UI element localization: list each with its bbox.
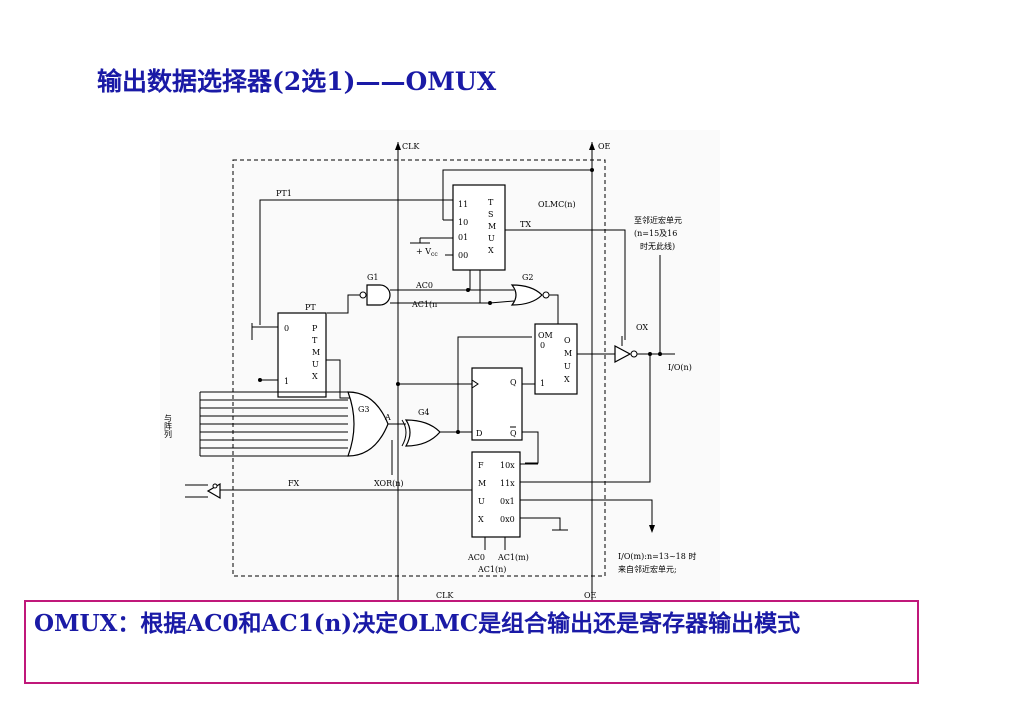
note-bottom-1: I/O(m):n=13~18 时 (618, 551, 696, 561)
io-m-arrow-icon (649, 525, 655, 533)
g4-gate (404, 419, 441, 447)
ac1n-label: AC1(n (411, 300, 437, 309)
note-top-3: 时无此线) (640, 241, 675, 251)
tsmux-in-11: 11 (458, 200, 468, 209)
ac0-label: AC0 (415, 281, 433, 290)
tsmux-letter: M (488, 222, 496, 231)
tsmux-in-00: 00 (458, 251, 468, 260)
input-lines (199, 391, 348, 457)
omux-box (534, 323, 578, 395)
note-bottom-2: 来自邻近宏单元; (618, 564, 677, 574)
fmux-box (471, 451, 521, 538)
ptmux-in-1: 1 (284, 377, 289, 386)
macrocell-boundary (232, 159, 606, 577)
ptmux-box (277, 312, 327, 398)
omux-letter: X (564, 375, 570, 384)
omux-letter: U (564, 362, 571, 371)
tsmux-box (452, 184, 506, 271)
ac1m-label: AC1(m) (497, 553, 529, 562)
g3-label: G3 (358, 405, 369, 414)
pt-label: PT (305, 303, 316, 312)
g1-gate (366, 284, 391, 306)
q-label: Q (510, 378, 517, 387)
g2-label: G2 (522, 273, 533, 282)
clk-bottom-label: CLK (436, 591, 454, 600)
ptmux-in-0: 0 (284, 324, 289, 333)
fmux-letter: M (478, 479, 486, 488)
g4-label: G4 (418, 408, 429, 417)
d-label: D (476, 429, 482, 438)
oe-arrow-icon (589, 142, 595, 150)
olmc-circuit-diagram: CLK CLK OE OE 11 10 01 00 T S M U X PT1 … (160, 130, 720, 600)
g3-gate (347, 391, 389, 457)
io-label: I/O(n) (668, 363, 692, 372)
fx-label: FX (288, 479, 300, 488)
fmux-in-0x0: 0x0 (500, 515, 515, 524)
clk-top-label: CLK (402, 142, 420, 151)
g1-out-wire (327, 294, 360, 314)
dff-box (471, 367, 523, 441)
ac0-bottom-label: AC0 (467, 553, 485, 562)
ptmux-letter: X (312, 372, 318, 381)
clk-arrow-icon (395, 142, 401, 150)
ptmux-letter: P (312, 324, 318, 333)
vcc-label: + Vcc (416, 247, 438, 258)
slide-title: 输出数据选择器(2选1)——OMUX (97, 67, 497, 96)
tsmux-letter: X (488, 246, 494, 255)
tx-wire (505, 229, 626, 340)
q-bar-label: Q (510, 429, 517, 438)
fmux-in-0x1: 0x1 (500, 497, 515, 506)
output-buffer-icon (614, 345, 632, 363)
tsmux-in-10: 10 (458, 218, 468, 227)
om-label: OM (538, 331, 553, 340)
tsmux-letter: S (488, 210, 493, 219)
io-m-wire (520, 499, 653, 525)
oe-top-label: OE (598, 142, 611, 151)
fmux-letter: U (478, 497, 485, 506)
omux-in-1: 1 (540, 379, 545, 388)
caption-box: OMUX：根据AC0和AC1(n)决定OLMC是组合输出还是寄存器输出模式 (24, 600, 919, 684)
xor-label: XOR(n) (374, 479, 404, 488)
caption-text: OMUX：根据AC0和AC1(n)决定OLMC是组合输出还是寄存器输出模式 (34, 610, 801, 637)
g2-gate (510, 284, 543, 306)
a-label: A (384, 413, 391, 422)
inputs-label: 与阵列 (164, 414, 173, 439)
fmux-letter: X (478, 515, 484, 524)
tsmux-letter: T (488, 198, 494, 207)
tx-label: TX (520, 220, 531, 229)
ptmux-letter: T (312, 336, 318, 345)
pt1-wire (259, 199, 453, 325)
note-top-2: (n=15及16 (634, 229, 677, 238)
tsmux-in-01: 01 (458, 233, 468, 242)
g1-label: G1 (367, 273, 378, 282)
omux-in-0: 0 (540, 341, 545, 350)
olmc-label: OLMC(n) (538, 200, 576, 209)
ptmux-letter: U (312, 360, 319, 369)
fmux-in-11x: 11x (500, 479, 515, 488)
omux-letter: M (564, 349, 572, 358)
fmux-in-10x: 10x (500, 461, 515, 470)
fmux-letter: F (478, 461, 484, 470)
tsmux-letter: U (488, 234, 495, 243)
oe-bottom-label: OE (584, 591, 597, 600)
ac1n-bottom-label: AC1(n) (477, 565, 506, 574)
note-top-1: 至邻近宏单元 (634, 215, 682, 225)
ox-label: OX (636, 323, 648, 332)
circuit-svg: CLK CLK OE OE 11 10 01 00 T S M U X PT1 … (164, 142, 696, 600)
omux-letter: O (564, 336, 571, 345)
oe-to-tsmux-wire (442, 169, 592, 220)
ptmux-letter: M (312, 348, 320, 357)
pt1-label: PT1 (276, 189, 292, 198)
